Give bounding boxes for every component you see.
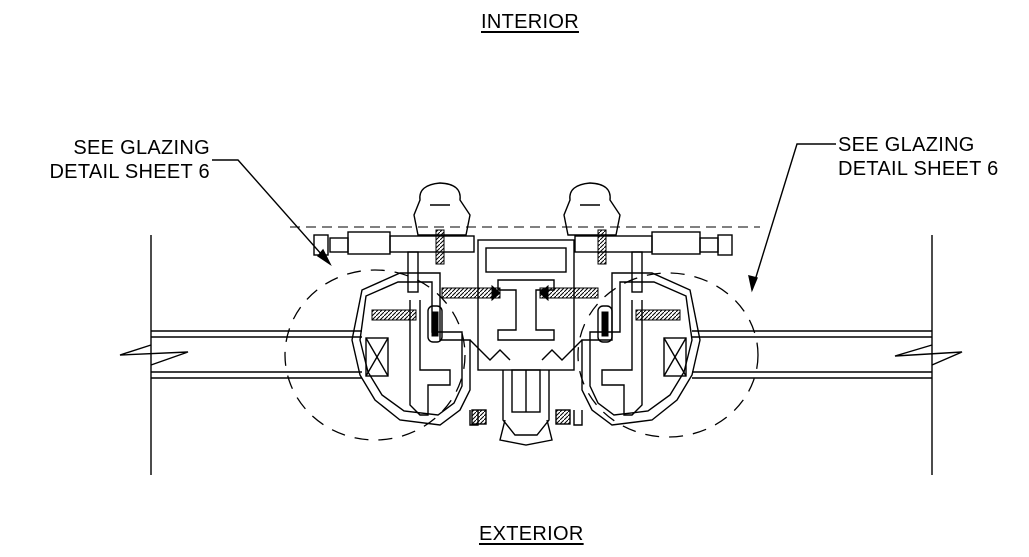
frame-outline-left <box>351 272 471 426</box>
bolt-right <box>717 234 733 256</box>
setting-block-right <box>663 337 687 377</box>
mullion-nose <box>502 370 550 436</box>
glazing-callout-left: SEE GLAZING DETAIL SHEET 6 <box>30 136 210 184</box>
glazing-callout-left-line1: SEE GLAZING <box>73 137 210 159</box>
glazing-callout-right: SEE GLAZING DETAIL SHEET 6 <box>838 133 1028 181</box>
bolt-left <box>313 234 329 256</box>
anchor-clip-left <box>413 182 471 236</box>
detail-circle-left <box>284 269 466 441</box>
glass-pane-right <box>692 330 963 379</box>
interior-label: INTERIOR <box>481 11 579 33</box>
exterior-label: EXTERIOR <box>479 523 584 545</box>
glazing-callout-right-line2: DETAIL SHEET 6 <box>838 158 999 180</box>
leader-line-left <box>212 159 331 265</box>
screw-right <box>539 287 599 299</box>
mullion-core <box>477 239 575 371</box>
glazing-callout-right-line1: SEE GLAZING <box>838 134 975 156</box>
screw-left <box>441 287 501 299</box>
glass-pane-left <box>119 330 362 379</box>
setting-block-left <box>365 337 389 377</box>
leader-arrow-right <box>748 275 758 293</box>
leader-line-right <box>751 143 836 291</box>
detail-circle-right <box>577 272 759 438</box>
leader-arrow-left <box>316 248 332 267</box>
frame-outline-right <box>581 272 701 426</box>
anchor-clip-right <box>563 182 621 236</box>
glazing-callout-left-line2: DETAIL SHEET 6 <box>49 161 210 183</box>
